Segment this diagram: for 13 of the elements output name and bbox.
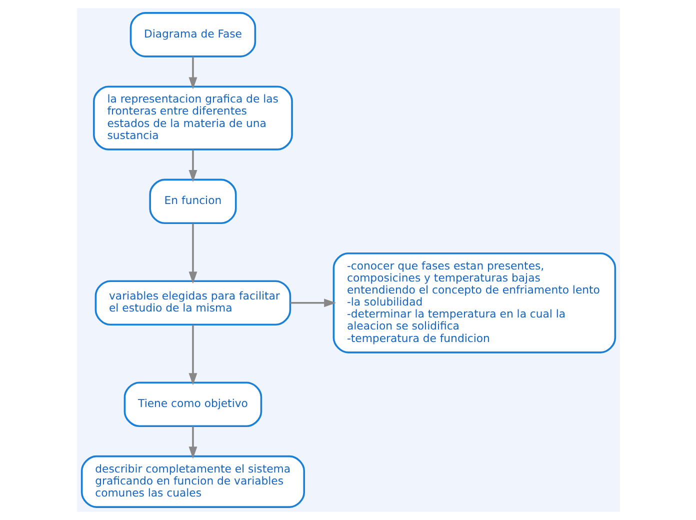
node-box: Tiene como objetivo [123,382,262,427]
arrow [188,325,197,386]
arrow [188,56,197,90]
arrow [290,298,336,308]
node-box: En funcion [148,178,236,224]
arrow [188,426,197,459]
node-box: Diagrama de Fase [129,12,256,58]
node-box: la representacion grafica de las fronteras entre diferentes estados de la materia de una sustancia [92,86,292,150]
arrow [188,150,197,182]
node-box: -conocer que fases estan presentes, composicines y temperaturas bajas entendiendo el concepto de enfriamento lento -la solubilidad -determinar la temperatura en la cual la aleacion se solidifica -temperatura de fundicion [332,252,616,354]
node-box: variables elegidas para facilitar el estudio de la misma [94,280,291,326]
node-box: describir completamente el sistema graficando en funcion de variables comunes las cuales [80,455,304,508]
arrow [188,224,197,284]
